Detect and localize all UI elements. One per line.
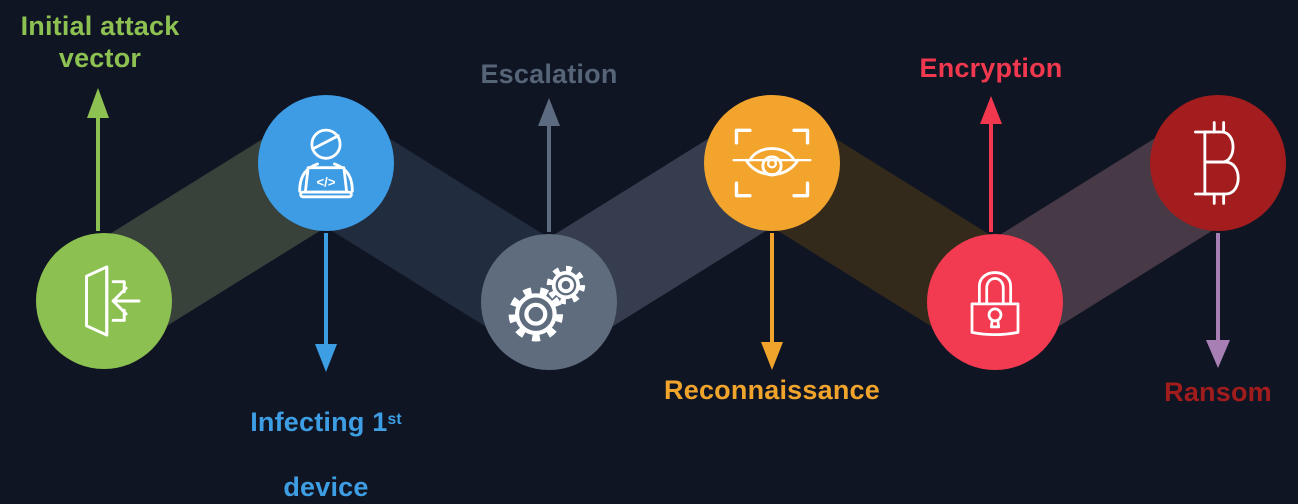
padlock-icon: [970, 271, 1020, 337]
ordinal-superscript: st: [387, 411, 402, 429]
arrow-down-ransom: [1206, 233, 1230, 368]
arrow-down-infecting-first-device: [315, 233, 337, 372]
label-ransom: Ransom: [1164, 377, 1272, 407]
label-reconnaissance: Reconnaissance: [664, 375, 880, 405]
stage-circle-infecting-first-device: </>: [258, 95, 394, 231]
stage-circle-reconnaissance: [704, 95, 840, 231]
label-encryption: Encryption: [919, 53, 1063, 83]
eye-scan-icon: [732, 128, 812, 198]
stage-circle-encryption: [927, 234, 1063, 370]
gears-icon: [508, 265, 586, 342]
stage-circle-initial-attack-vector: [36, 233, 172, 369]
arrow-up-encryption: [980, 96, 1002, 232]
label-infecting-line1: Infecting 1st: [250, 407, 402, 438]
arrow-up-escalation: [538, 98, 560, 232]
label-infecting-line2: device: [283, 472, 369, 503]
svg-text:</>: </>: [316, 175, 335, 190]
arrow-up-initial-attack-vector: [87, 88, 109, 231]
bitcoin-icon: [1194, 121, 1240, 205]
stage-circle-ransom: [1150, 95, 1286, 231]
label-infecting-first-device: Infecting 1st device: [216, 374, 436, 504]
label-initial-attack-vector: Initial attack vector: [20, 11, 180, 74]
label-escalation: Escalation: [480, 59, 618, 89]
arrow-down-reconnaissance: [761, 233, 783, 370]
door-enter-icon: [85, 265, 141, 337]
person-laptop-icon: </>: [298, 128, 354, 199]
stage-circle-escalation: [481, 234, 617, 370]
